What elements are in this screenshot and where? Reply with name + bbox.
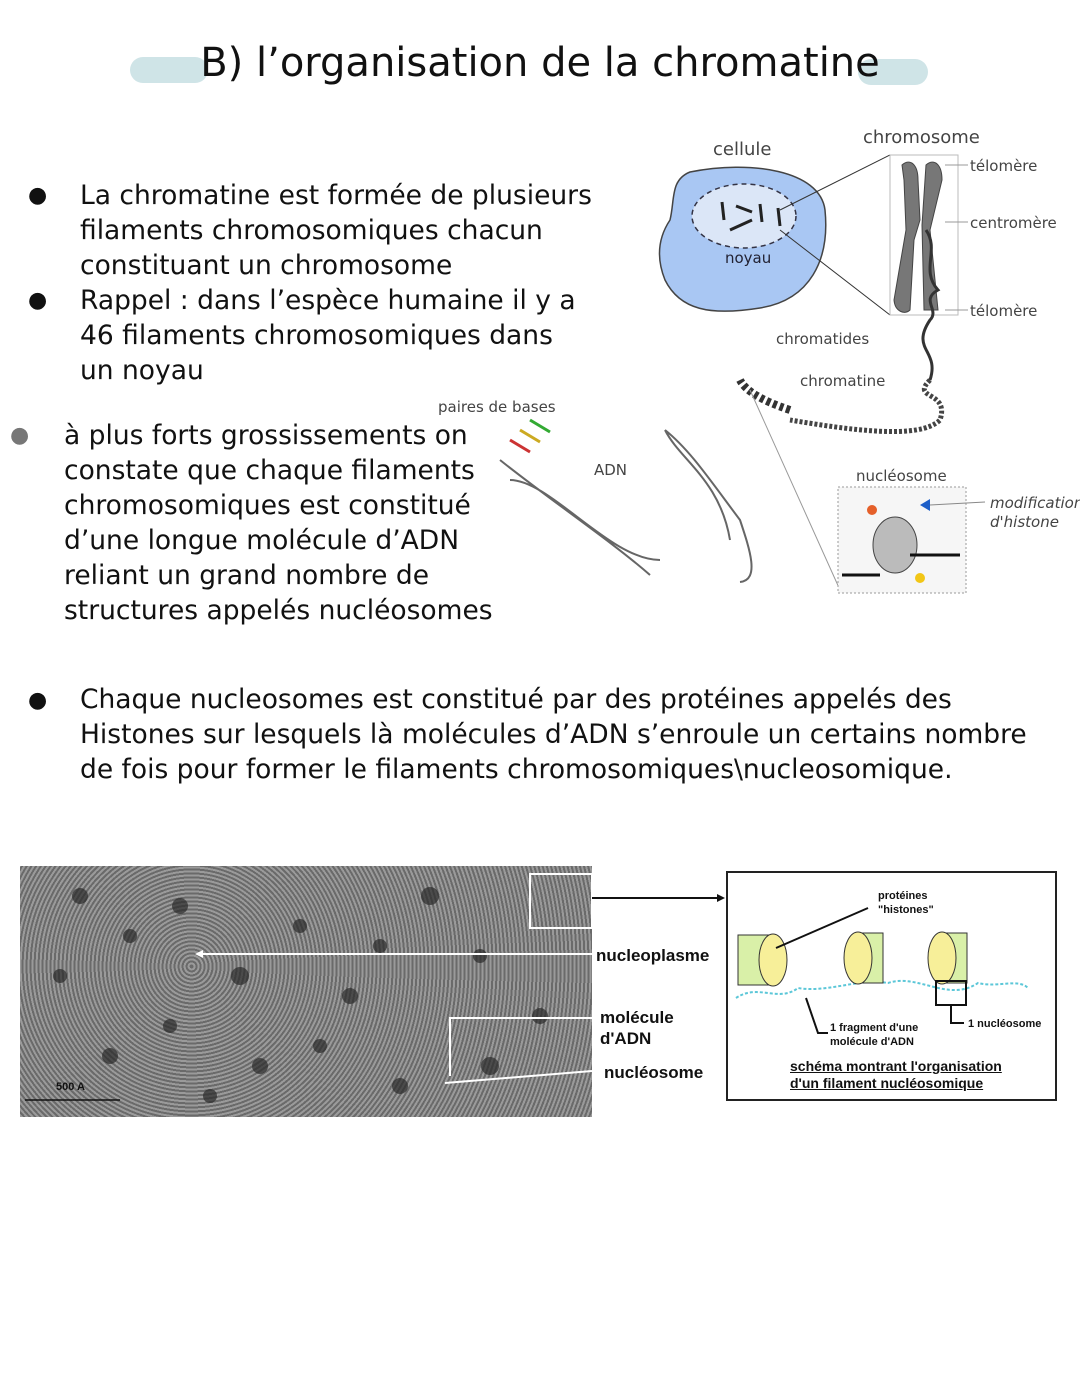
bullet-dot: ● [28,183,48,208]
schema-drawing [735,907,1029,1034]
schema-caption-1: schéma montrant l'organisation [790,1058,1002,1074]
label-cellule: cellule [713,139,772,160]
label-chromosome: chromosome [863,127,980,148]
chromosome-shape [893,161,943,313]
bullet-dot: ● [28,688,48,713]
label-fragment-1: 1 fragment d'une [830,1022,919,1034]
label-nucleosome: nucléosome [856,467,947,485]
label-nucleoplasme: nucleoplasme [596,946,710,965]
bullet-dot: ● [10,423,30,448]
label-molecule: molécule [600,1008,674,1027]
bullet-text-4: Chaque nucleosomes est constitué par des… [80,684,1027,785]
chromatin-organisation-diagram [499,154,986,594]
title-decoration-right [858,59,928,85]
bullet-text-2: Rappel : dans l’espèce humaine il y a 46… [80,285,576,386]
electron-micrograph: 500 A [20,866,593,1117]
label-histones: "histones" [878,904,934,916]
label-telomere-bottom: télomère [970,302,1038,320]
label-telomere-top: télomère [970,157,1038,175]
label-adn: ADN [594,461,628,479]
label-nucleosome-micro: nucléosome [604,1063,704,1082]
title-decoration-left [130,57,208,83]
zoom-arrow [592,894,725,902]
label-centromere: centromère [970,214,1057,232]
label-chromatine: chromatine [800,372,886,390]
micrograph-nucleosome-dots [25,873,593,1103]
label-noyau: noyau [725,249,772,267]
page-title: B) l’organisation de la chromatine [200,40,880,86]
label-dadn: d'ADN [600,1029,652,1048]
schema-caption-2: d'un filament nucléosomique [790,1075,984,1091]
nucleus [691,183,797,249]
bullet-text-1: La chromatine est formée de plusieurs fi… [80,180,592,281]
label-un-nucleosome: 1 nucléosome [968,1018,1042,1030]
label-proteines: protéines [878,890,928,902]
label-chromatides: chromatides [776,330,870,348]
dna-helix [664,429,753,583]
label-modification: modification [990,494,1080,512]
label-histone: d'histone [990,513,1059,531]
bullet-dot: ● [28,288,48,313]
nucleosome-schema: protéines "histones" 1 fragment d'une mo… [726,871,1057,1101]
scale-label: 500 A [56,1081,85,1093]
bullet-text-3: à plus forts grossissements on constate … [64,420,493,626]
label-paires-de-bases: paires de bases [438,398,556,416]
label-fragment-2: molécule d'ADN [830,1036,914,1048]
